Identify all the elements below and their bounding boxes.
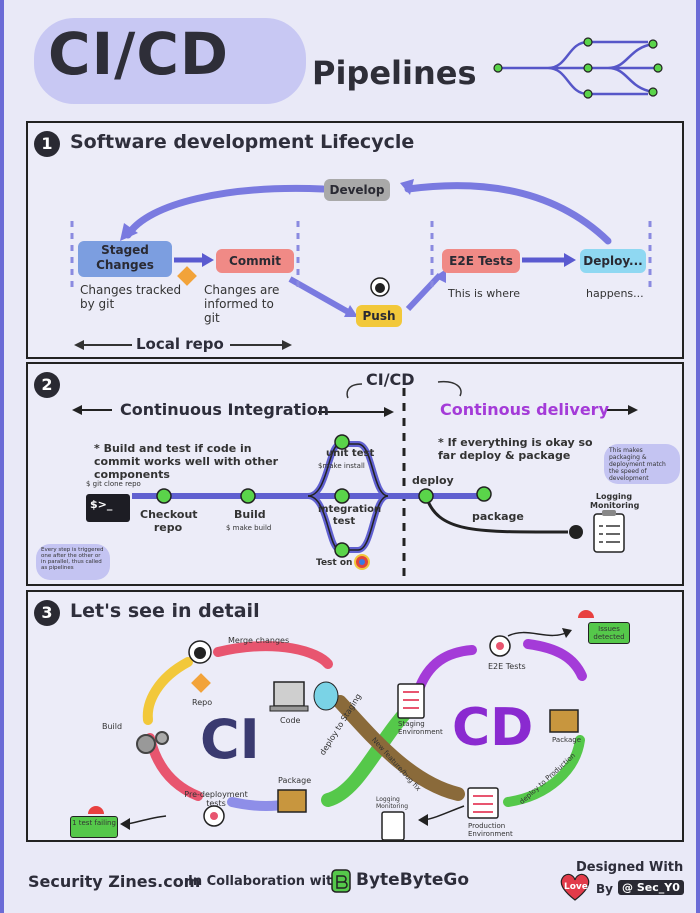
e2e-note: This is where <box>448 287 521 300</box>
title-banner <box>34 18 306 104</box>
page-title: CI/CD <box>48 20 230 88</box>
build-label: Build <box>234 508 266 521</box>
footer-collab: In Collaboration with <box>188 874 342 889</box>
terminal-icon: $>_ <box>90 498 113 511</box>
local-repo-label: Local repo <box>136 335 224 353</box>
deploy-box: Deploy... <box>580 249 646 273</box>
build-cmd: $ make build <box>226 524 272 532</box>
e2e-tests-box: E2E Tests <box>442 249 520 273</box>
cd-big-label: CD <box>452 698 534 758</box>
section-number: 1 <box>34 131 60 157</box>
issues-badge: Issues detected <box>588 622 630 644</box>
test-failing-badge: 1 test failing <box>70 816 118 838</box>
lifecycle-arrows <box>70 179 652 350</box>
deploy-label: deploy <box>412 474 454 487</box>
package-label: Package <box>278 776 312 785</box>
git-clone-cmd: $ git clone repo <box>86 480 141 488</box>
commit-box: Commit <box>216 249 294 273</box>
love-label: Love <box>564 882 588 892</box>
merge-label: Merge changes <box>228 636 290 645</box>
ci-label: Continuous Integration <box>120 400 330 419</box>
staged-note: Changes tracked by git <box>80 283 182 311</box>
infinity-loop <box>88 610 594 840</box>
section-title: Software development Lifecycle <box>70 131 415 153</box>
unit-test-cmd: $make install <box>318 462 365 470</box>
by-label: By <box>596 882 613 896</box>
cd-sticky-note: This makes packaging & deployment match … <box>604 444 680 484</box>
cd-note: * If everything is okay so far deploy & … <box>438 436 593 462</box>
footer-partner: ByteByteGo <box>356 870 470 890</box>
logging-label: Logging Monitoring <box>376 796 409 810</box>
page-subtitle: Pipelines <box>312 54 477 92</box>
checkout-label: Checkout repo <box>140 508 198 534</box>
build-label: Build <box>102 722 123 731</box>
section-lifecycle: 1 Software development Lifecycle <box>26 121 684 359</box>
commit-note: Changes are informed to git <box>204 283 280 325</box>
section-detail: 3 Let's see in detail <box>26 590 684 842</box>
footer-brand: Security Zines.com <box>28 872 201 891</box>
section-pipeline: 2 CI/CD <box>26 362 684 586</box>
section-number: 2 <box>34 372 60 398</box>
develop-box: Develop <box>324 179 390 201</box>
cd-label: Continous delivery <box>440 400 609 419</box>
cicd-label: CI/CD <box>366 370 415 389</box>
production-env-label: Production Environment <box>468 822 513 838</box>
pipeline-diagram <box>72 380 638 580</box>
predeploy-label: Pre-deployment tests <box>184 790 248 808</box>
section-title: Let's see in detail <box>70 600 260 622</box>
ci-sticky-note: Every step is triggered one after the ot… <box>36 544 110 580</box>
integration-test-label: integration test <box>318 504 382 527</box>
code-label: Code <box>280 716 301 725</box>
logging-label: Logging Monitoring <box>590 492 640 510</box>
designed-with: Designed With <box>576 860 684 875</box>
unit-test-label: unit test <box>326 448 375 459</box>
push-box: Push <box>356 305 402 327</box>
staging-env-label: Staging Environment <box>398 720 443 736</box>
section-number: 3 <box>34 600 60 626</box>
repo-label: Repo <box>192 698 213 707</box>
package-label: package <box>472 510 524 523</box>
cd-package-label: Package <box>552 736 582 744</box>
bytebytego-logo-icon <box>331 869 351 893</box>
ci-big-label: CI <box>200 708 260 771</box>
pipeline-branch-icon <box>493 37 663 99</box>
heart-icon <box>560 873 590 901</box>
staged-changes-box: Staged Changes <box>78 241 172 277</box>
author-badge: @ Sec_Y0 <box>618 880 684 895</box>
deploy-note: happens... <box>586 287 644 300</box>
e2e-label: E2E Tests <box>488 662 526 671</box>
ci-note: * Build and test if code in commit works… <box>94 442 279 481</box>
test-on-label: Test on <box>316 558 353 568</box>
